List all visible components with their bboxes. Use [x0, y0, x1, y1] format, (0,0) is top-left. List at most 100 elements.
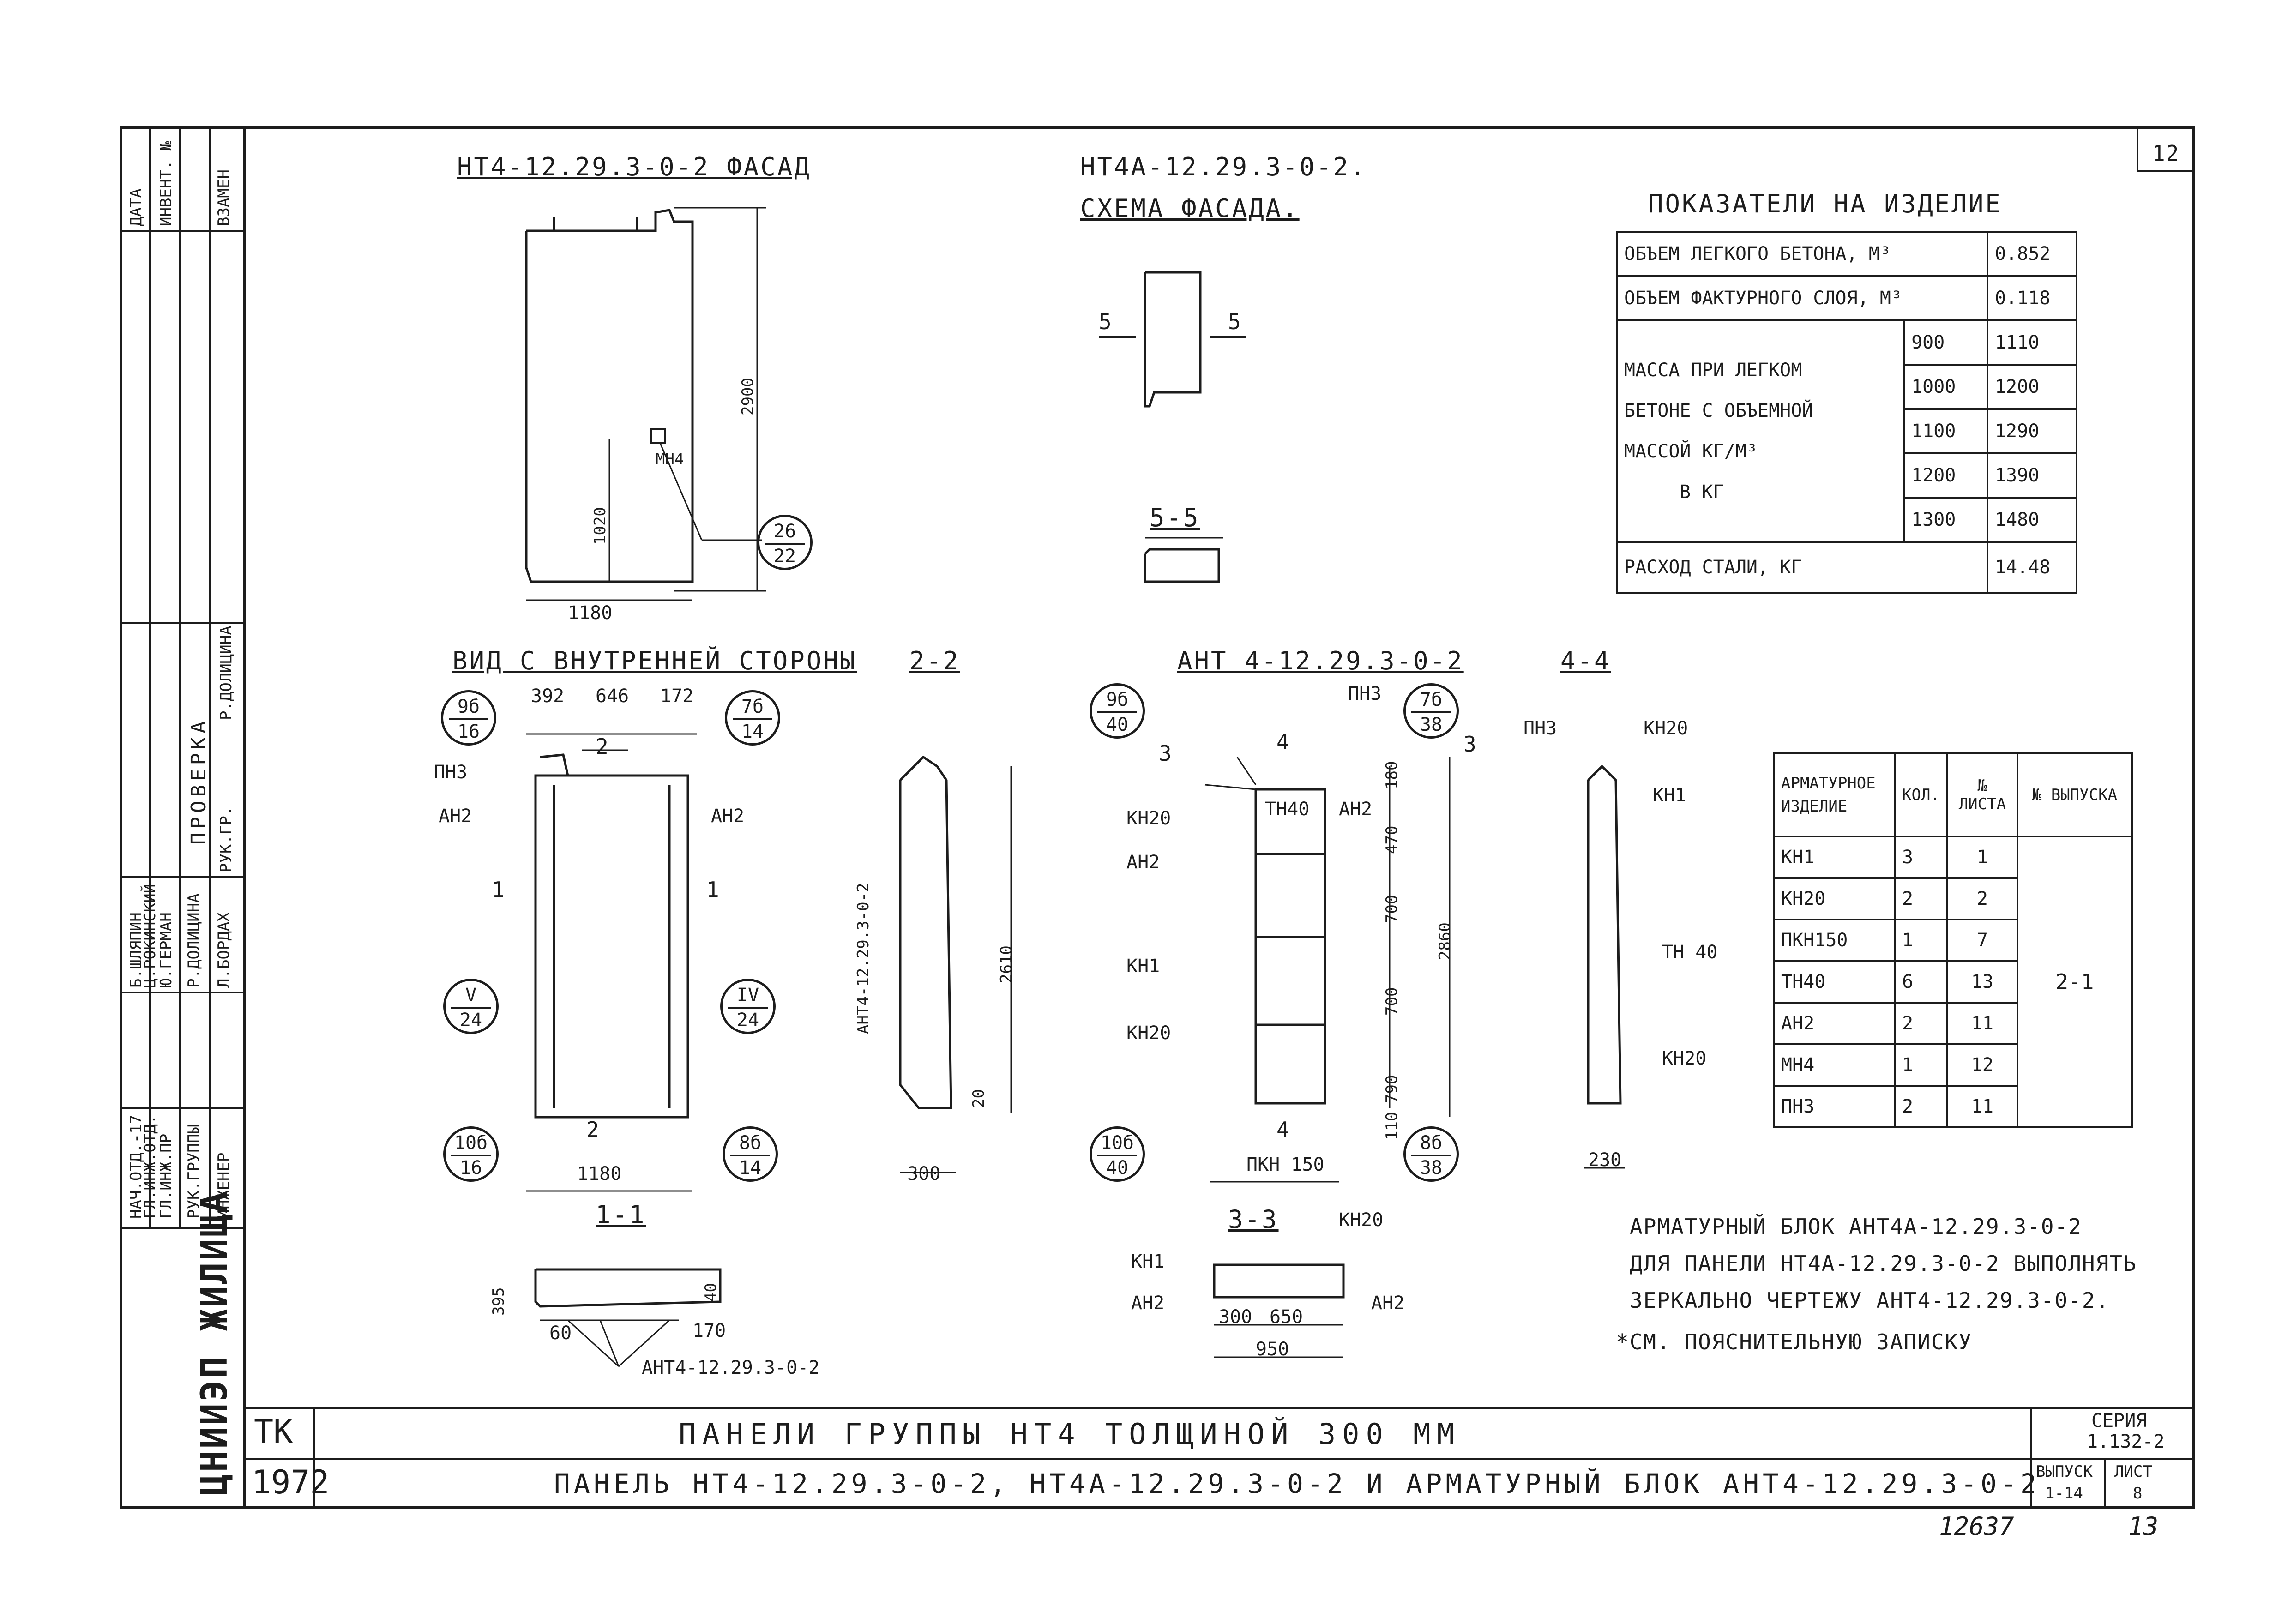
margin-date: ДАТА: [127, 188, 145, 226]
section-4-4-pn3: ПН3: [1523, 718, 1557, 739]
scheme-mark-right: 5: [1228, 309, 1242, 334]
inner-mark-pn3: ПН3: [434, 762, 468, 783]
rebar-item: КН20: [1773, 877, 1896, 920]
note-line: АРМАТУРНЫЙ БЛОК АНТ4А-12.29.3-0-2: [1630, 1214, 2082, 1239]
rebar-sheet: 2: [1946, 877, 2018, 920]
mass-value: 1110: [1986, 319, 2078, 366]
section-4-4-outline: [1584, 764, 1625, 1169]
section-2-2-dim-2610: 2610: [997, 945, 1016, 983]
section-3-3-dim-950: 950: [1256, 1339, 1289, 1360]
indicators-title: ПОКАЗАТЕЛИ НА ИЗДЕЛИЕ: [1648, 189, 2002, 218]
section-2-2-title: 2-2: [909, 646, 960, 675]
section-3-3-an2-left: АН2: [1131, 1293, 1165, 1314]
margin-invent: ИНВЕНТ. №: [157, 141, 175, 226]
mass-density: 1100: [1903, 408, 1988, 454]
inner-view-outline: [526, 733, 697, 1192]
mass-density: 1200: [1903, 452, 1988, 499]
block-outline: [1204, 757, 1451, 1183]
inner-dim-172: 172: [660, 686, 694, 707]
rebar-sheet: 11: [1946, 1002, 2018, 1045]
inner-view-title: ВИД С ВНУТРЕННЕЙ СТОРОНЫ: [452, 646, 857, 675]
margin-grid: [121, 127, 245, 1229]
block-sec4-bottom: 4: [1276, 1117, 1290, 1142]
stamp-list: 8: [2133, 1484, 2143, 1503]
section-1-1-dim-60: 60: [549, 1323, 572, 1344]
stamp-series: 1.132-2: [2087, 1431, 2165, 1452]
stamp-year: 1972: [252, 1463, 330, 1501]
rebar-header: АРМАТУРНОЕ ИЗДЕЛИЕ: [1773, 752, 1896, 837]
rebar-vypusk: 2-1: [2016, 836, 2133, 1128]
margin-role: ГЛ.ИНЖ.ПР: [157, 1133, 175, 1219]
block-mark-kn20-bottom: КН20: [1126, 1023, 1171, 1044]
indicator-label: ОБЪЕМ ЛЕГКОГО БЕТОНА, М³: [1616, 231, 1988, 277]
rebar-qty: 3: [1894, 836, 1948, 879]
stamp-tk: ТК: [254, 1413, 293, 1450]
section-4-4-kn20-bottom: КН20: [1662, 1048, 1707, 1069]
rebar-item: ПН3: [1773, 1085, 1896, 1128]
bottom-number-right: 13: [2128, 1512, 2159, 1541]
section-2-2-label: АНТ4-12.29.3-0-2: [854, 883, 873, 1034]
stamp-title-1: ПАНЕЛИ ГРУППЫ НТ4 ТОЛЩИНОЙ 300 ММ: [679, 1417, 1461, 1451]
block-sec3-right: 3: [1463, 732, 1477, 757]
stamp-series-label: СЕРИЯ: [2091, 1410, 2147, 1432]
rebar-header: КОЛ.: [1894, 752, 1948, 837]
rebar-sheet: 11: [1946, 1085, 2018, 1128]
section-4-4-kn1: КН1: [1653, 785, 1686, 806]
section-2-2-outline: [899, 755, 1012, 1173]
section-1-1-label: АНТ4-12.29.3-0-2: [642, 1357, 820, 1378]
block-sec4-top: 4: [1276, 729, 1290, 754]
rebar-sheet: 1: [1946, 836, 2018, 879]
section-1-1-dim-40: 40: [702, 1283, 720, 1302]
rebar-qty: 2: [1894, 1085, 1948, 1128]
mass-value: 1290: [1986, 408, 2078, 454]
steel-label: РАСХОД СТАЛИ, КГ: [1616, 541, 1988, 594]
mass-density: 1000: [1903, 364, 1988, 410]
section-3-3-kn20: КН20: [1339, 1209, 1384, 1231]
margin-check-label: ПРОВЕРКА: [187, 717, 211, 845]
note-line: ДЛЯ ПАНЕЛИ НТ4А-12.29.3-0-2 ВЫПОЛНЯТЬ: [1630, 1251, 2137, 1276]
rebar-qty: 6: [1894, 960, 1948, 1004]
section-4-4-kn20-top: КН20: [1644, 718, 1688, 739]
sheet-number-top: 12: [2152, 141, 2180, 166]
facade-dim-width: 1180: [568, 602, 613, 624]
rebar-header: № ВЫПУСКА: [2016, 752, 2133, 837]
margin-name: Л.БОРДАХ: [215, 912, 233, 988]
inner-dim-646: 646: [596, 686, 629, 707]
org-logo: ЦНИИЭП ЖИЛИЩА: [194, 1190, 235, 1496]
margin-check-role: РУК.ГР.: [217, 806, 235, 872]
section-5-5-title: 5-5: [1150, 503, 1200, 532]
scheme-outline: [1099, 271, 1246, 583]
stamp-vypusk-label: ВЫПУСК: [2036, 1462, 2093, 1481]
rebar-sheet: 7: [1946, 919, 2018, 962]
block-mark-pn3: ПН3: [1348, 683, 1382, 704]
rebar-sheet: 12: [1946, 1043, 2018, 1087]
steel-value: 14.48: [1986, 541, 2078, 594]
section-3-3-title: 3-3: [1228, 1205, 1279, 1234]
inner-mark-an2-right: АН2: [711, 806, 745, 827]
rebar-item: ПКН150: [1773, 919, 1896, 962]
block-dim-790: 790: [1383, 1075, 1401, 1103]
rebar-sheet: 13: [1946, 960, 2018, 1004]
indicator-value: 0.118: [1986, 275, 2078, 321]
block-dim-180: 180: [1383, 761, 1401, 789]
section-2-2-dim-300: 300: [907, 1163, 941, 1185]
facade-dim-height: 2900: [739, 378, 757, 415]
block-mark-kn1: КН1: [1126, 956, 1160, 977]
section-1-1-dim-170: 170: [692, 1320, 726, 1341]
bottom-number-left: 12637: [1939, 1512, 2014, 1541]
block-sec3-left: 3: [1159, 741, 1173, 766]
mass-value: 1200: [1986, 364, 2078, 410]
margin-check-name: Р.ДОЛИЦИНА: [217, 626, 235, 720]
margin-name: Ц.РОКИНСКИЙ: [141, 884, 159, 988]
section-1-1-dim-395: 395: [489, 1287, 508, 1316]
stamp-list-label: ЛИСТ: [2114, 1462, 2152, 1481]
margin-name: Р.ДОЛИЦИНА: [185, 893, 203, 988]
section-3-3-dim-650: 650: [1270, 1306, 1303, 1328]
